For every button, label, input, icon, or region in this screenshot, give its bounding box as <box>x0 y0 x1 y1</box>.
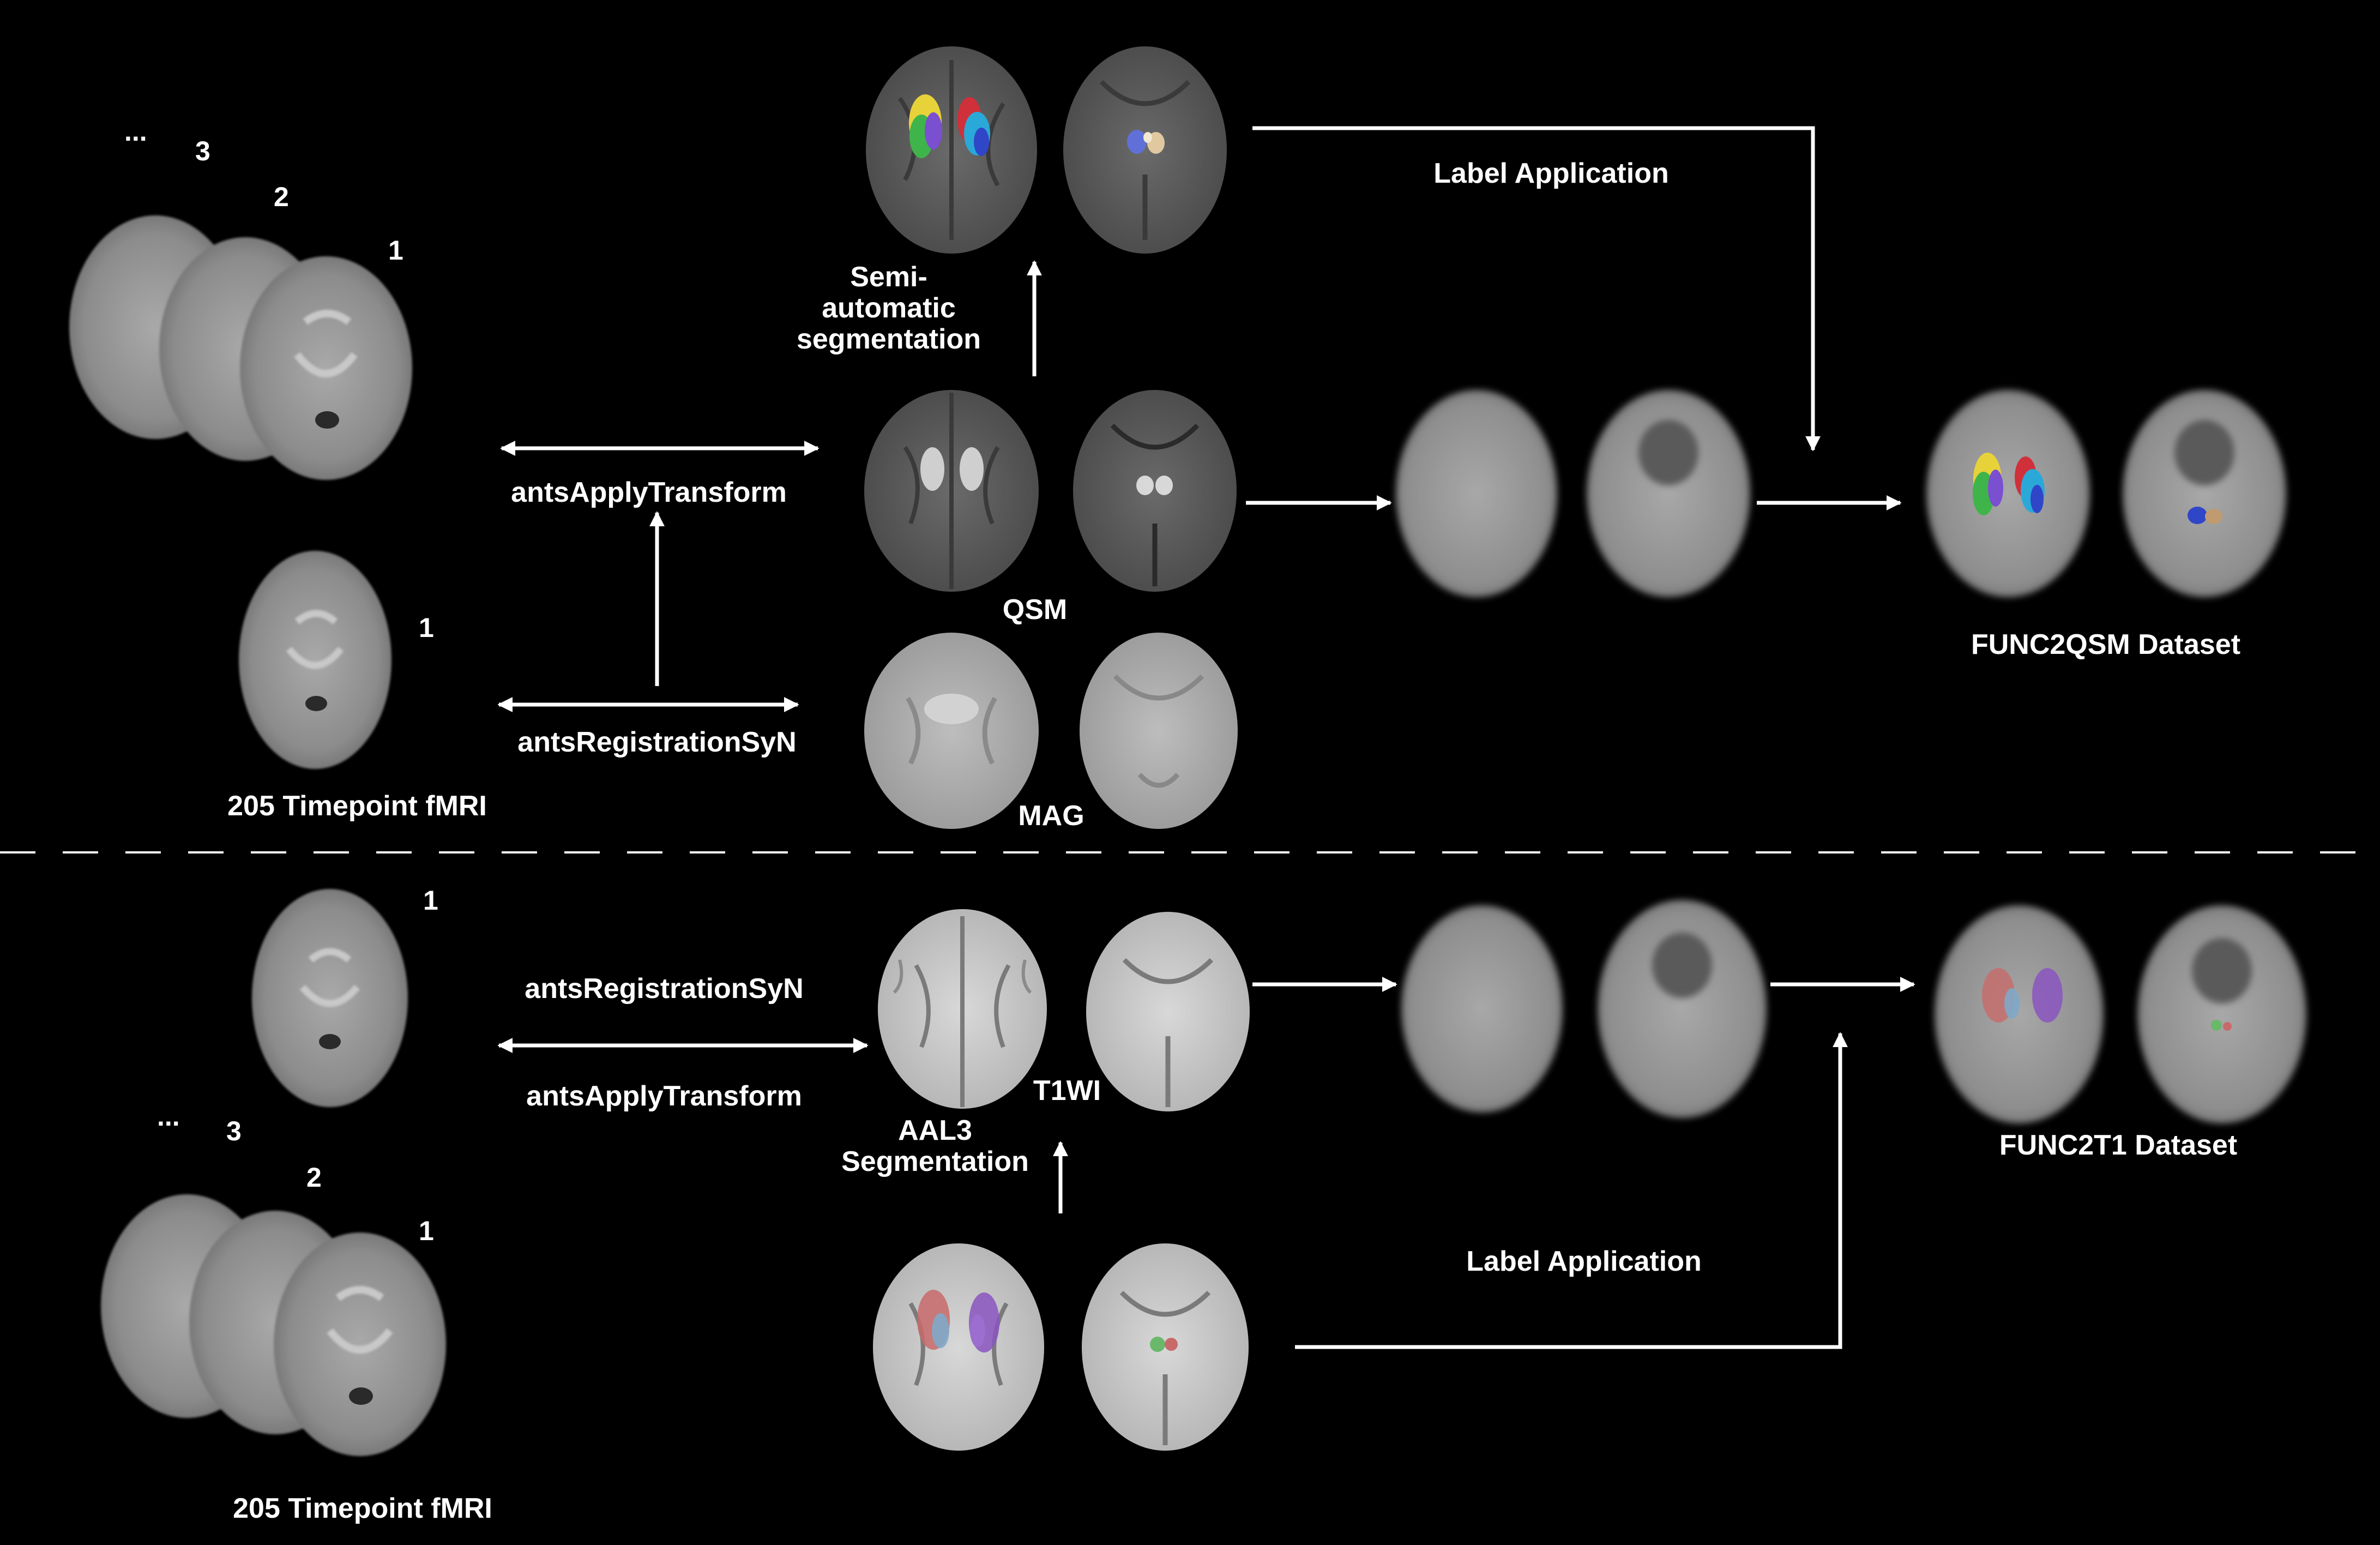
func2t1-dataset-label: FUNC2T1 Dataset <box>1999 1129 2238 1161</box>
top-fmri-single <box>239 551 391 769</box>
top-fmri-caption: 205 Timepoint fMRI <box>227 790 487 822</box>
func2qsm-dataset-label: FUNC2QSM Dataset <box>1971 629 2241 660</box>
arrow-label-application-bottom <box>1295 1032 1848 1349</box>
top-single-number: 1 <box>419 612 434 643</box>
top-label-application: Label Application <box>1433 158 1669 189</box>
mag-slice-2 <box>1080 633 1238 829</box>
bottom-stack-number-2: 2 <box>306 1162 322 1193</box>
aal3-label: AAL3 Segmentation <box>841 1115 1029 1177</box>
top-fmri-stack <box>69 215 412 480</box>
top-func-slice-1 <box>1396 390 1557 597</box>
mag-slice-1 <box>864 633 1039 829</box>
semi-auto-line-2: automatic <box>822 292 956 324</box>
qsm-label: QSM <box>1002 594 1068 626</box>
qsm-slice-1 <box>864 390 1039 592</box>
top-stack-number-3: 3 <box>195 136 210 166</box>
bottom-stack-number-1: 1 <box>419 1216 434 1246</box>
qsm-labeled-slice-1 <box>866 46 1037 254</box>
qsm-labeled-slice-2 <box>1063 46 1227 254</box>
semi-auto-line-1: Semi- <box>850 261 927 293</box>
bottom-arrows <box>497 977 1915 1349</box>
fmri-slice-1 <box>240 256 412 480</box>
func2t1-slice-1 <box>1935 905 2104 1123</box>
t1-slice-1 <box>878 909 1047 1109</box>
top-stack-number-2: 2 <box>274 182 289 212</box>
top-stack-ellipsis: ... <box>124 116 147 147</box>
bottom-stack-number-3: 3 <box>226 1116 242 1146</box>
bottom-label-application: Label Application <box>1466 1246 1702 1277</box>
aal3-slice-1 <box>873 1243 1044 1451</box>
top-arrows <box>497 126 1902 712</box>
bottom-registration-label: antsRegistrationSyN <box>525 973 804 1005</box>
top-func-slice-2 <box>1587 390 1750 597</box>
mag-label: MAG <box>1018 800 1084 832</box>
t1-slice-2 <box>1086 912 1250 1111</box>
top-transform-label: antsApplyTransform <box>511 477 787 508</box>
bottom-func-slice-2 <box>1598 900 1767 1118</box>
bottom-single-number: 1 <box>423 885 438 916</box>
bottom-fmri-caption: 205 Timepoint fMRI <box>233 1493 492 1524</box>
t1-label: T1WI <box>1033 1075 1101 1107</box>
fmri-slice-1 <box>274 1233 446 1456</box>
func2t1-slice-2 <box>2137 905 2306 1123</box>
aal3-line-1: AAL3 <box>898 1115 972 1146</box>
top-registration-label: antsRegistrationSyN <box>517 726 797 758</box>
arrow-label-application-top <box>1252 126 1821 452</box>
func2qsm-slice-1 <box>1926 390 2090 597</box>
top-stack-number-1: 1 <box>388 235 403 266</box>
semi-auto-label: Semi- automatic segmentation <box>796 261 981 356</box>
bottom-fmri-single <box>252 889 408 1107</box>
bottom-func-slice-1 <box>1401 905 1563 1113</box>
qsm-slice-2 <box>1073 390 1237 592</box>
aal3-line-2: Segmentation <box>841 1146 1029 1178</box>
semi-auto-line-3: segmentation <box>796 323 981 356</box>
aal3-slice-2 <box>1082 1243 1249 1451</box>
func2qsm-slice-2 <box>2123 390 2286 597</box>
bottom-fmri-stack <box>101 1194 446 1456</box>
bottom-transform-label: antsApplyTransform <box>526 1080 802 1112</box>
bottom-stack-ellipsis: ... <box>157 1101 180 1132</box>
